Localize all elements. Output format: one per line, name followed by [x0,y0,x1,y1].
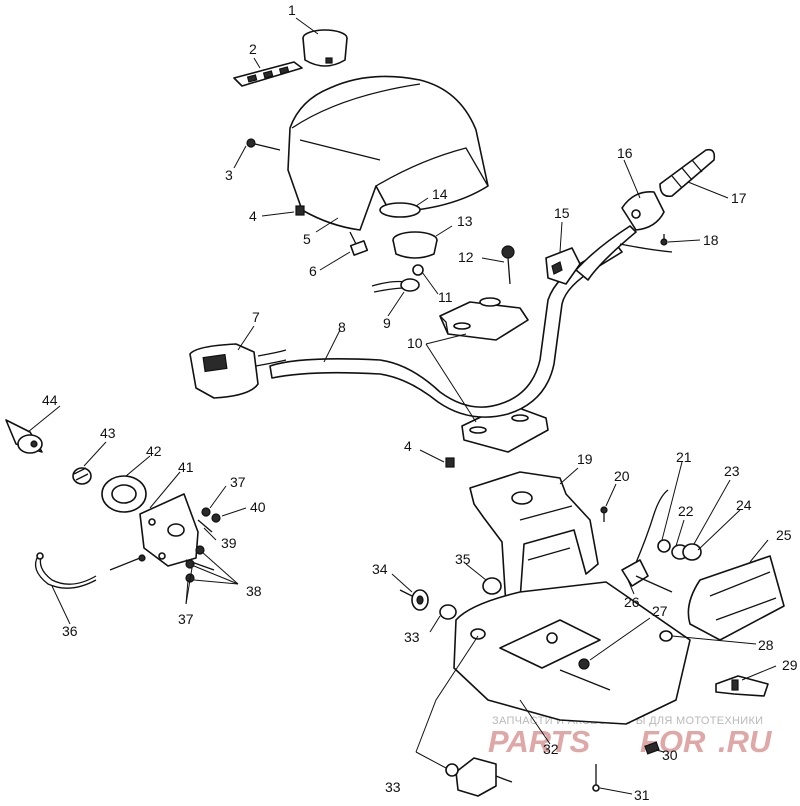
callout-4-lower: 4 [404,438,412,454]
part-18-screw [660,234,668,246]
callout-20: 20 [614,468,630,484]
callout-22: 22 [678,503,694,519]
part-39-bolt [197,519,213,533]
part-25-headlight [687,555,785,641]
part-15-lever-bracket [545,247,581,285]
throttle-lever [575,225,673,281]
callout-36: 36 [62,623,78,639]
part-6-connector [349,231,369,256]
callout-25: 25 [776,527,792,543]
part-32-lower-console [453,581,691,725]
part-29-connector [715,675,769,697]
callout-12: 12 [458,249,474,265]
callout-14: 14 [432,186,448,202]
part-19-support-bracket [469,471,599,607]
callout-43: 43 [100,425,116,441]
part-28-o-ring [659,630,673,642]
part-4-clip-nut-upper [295,205,305,216]
watermark-brand-parts: PARTS [488,724,591,759]
part-13-socket-ring [392,231,438,259]
callout-26: 26 [624,594,640,610]
callout-4-upper: 4 [249,208,257,224]
part-37-nuts-upper [201,507,211,517]
part-41-mount-plate [139,493,199,567]
callout-6: 6 [309,263,317,279]
callout-35: 35 [455,551,471,567]
part-9-11-bulb-harness [371,264,424,293]
callout-38: 38 [246,583,262,599]
part-1-gauge [302,29,348,67]
part-31-screw [592,764,600,792]
callout-2: 2 [249,41,257,57]
part-17-grip [659,148,716,198]
callout-16: 16 [617,145,633,161]
part-27-nut [578,658,590,670]
part-12-bolt [501,245,515,285]
callout-15: 15 [554,205,570,221]
part-14-o-ring [379,202,421,218]
callout-39: 39 [221,535,237,551]
callout-8: 8 [338,319,346,335]
part-40-nut [211,513,221,523]
callout-28: 28 [758,637,774,653]
callout-42: 42 [146,443,162,459]
callout-24: 24 [736,497,752,513]
callout-3: 3 [225,167,233,183]
part-33-nut-upper [439,604,457,620]
callout-11: 11 [438,289,453,305]
part-4-clip-nut-lower [445,457,455,468]
callout-17: 17 [731,190,747,206]
callout-33-lower: 33 [385,779,401,795]
callout-27: 27 [652,603,668,619]
watermark-brand-ru: .RU [718,724,773,759]
part-34-switch [399,589,429,611]
callout-37-lower: 37 [178,611,194,627]
part-33-key-switch [445,757,513,797]
part-44-cap [5,419,43,454]
callout-37-upper: 37 [230,474,246,490]
part-5-console-shroud [287,75,489,231]
callout-41: 41 [178,459,194,475]
callout-30: 30 [662,747,678,763]
callout-34: 34 [372,561,388,577]
callout-18: 18 [703,232,719,248]
callout-1: 1 [288,2,296,18]
callout-21: 21 [676,449,692,465]
callout-23: 23 [724,463,740,479]
callout-9: 9 [383,315,391,331]
callout-32: 32 [543,741,559,757]
part-10-clamp-upper [439,297,529,341]
callout-40: 40 [250,499,266,515]
callout-5: 5 [303,231,311,247]
part-30-clip [644,741,660,755]
part-2-indicator-strip [233,61,303,87]
leader-lines [27,17,777,795]
callout-7: 7 [252,309,260,325]
part-35-grommet [482,577,502,595]
callout-33-upper: 33 [404,629,420,645]
part-3-screw [246,138,281,151]
callout-13: 13 [457,213,473,229]
part-42-washer [101,475,147,513]
callout-10: 10 [407,335,423,351]
callout-31: 31 [634,787,650,803]
part-43-knob [72,467,92,485]
callout-labels: 1 2 3 4 5 6 7 8 9 10 11 12 13 14 15 16 1… [42,2,798,803]
part-16-switch-housing [621,191,665,231]
callout-29: 29 [782,657,798,673]
part-7-switch-housing [189,343,287,399]
part-20-screw [600,506,608,522]
callout-19: 19 [577,451,593,467]
callout-44: 44 [42,392,58,408]
part-36-cable [34,552,97,589]
